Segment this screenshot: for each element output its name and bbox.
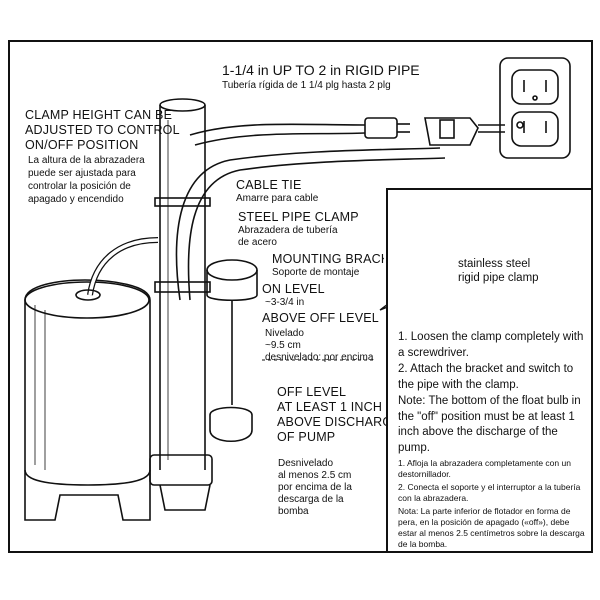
inset-step-1-es: 1. Afloja la abrazadera completamente co…	[398, 458, 571, 480]
on-level-label: ON LEVEL	[262, 282, 325, 296]
wall-outlet-icon	[499, 57, 571, 159]
on-level-above-off: ABOVE OFF LEVEL	[262, 311, 379, 325]
steel-clamp-label-es-1: Abrazadera de tubería	[238, 225, 338, 236]
inset-step-1: 1. Loosen the clamp completely with a sc…	[398, 331, 584, 359]
steel-clamp-label-es-2: de acero	[238, 237, 277, 248]
clamp-height-es-3: controlar la posición de	[28, 181, 131, 192]
off-level-es-5: bomba	[278, 506, 309, 517]
off-level-es-1: Desnivelado	[278, 458, 334, 469]
pump-discharge	[149, 454, 213, 486]
sump-pump	[24, 237, 213, 521]
inset-step-2-es: 2. Conecta el soporte y el interruptor a…	[398, 482, 581, 504]
clamp-height-es-2: puede ser ajustada para	[28, 168, 136, 179]
inset-note: Note: The bottom of the float bulb in th…	[398, 395, 581, 454]
cable-tie-label-es: Amarre para cable	[236, 193, 319, 204]
rigid-pipe	[159, 98, 206, 470]
pipe-size-label: 1-1/4 in UP TO 2 in RIGID PIPE	[222, 62, 420, 78]
steel-pipe-clamp	[154, 281, 211, 293]
on-level-distance: ~3-3/4 in	[265, 297, 305, 308]
cable-tie-label: CABLE TIE	[236, 178, 302, 192]
mounting-bracket-label-es: Soporte de montaje	[272, 267, 360, 278]
clamp-height-label-2: ADJUSTED TO CONTROL	[25, 123, 180, 137]
float-switch	[206, 259, 375, 442]
instruction-inset: stainless steel rigid pipe clamp 1. Loos…	[386, 188, 593, 553]
mounting-bracket-label: MOUNTING BRACKET	[272, 252, 384, 266]
inset-clamp-label-2: rigid pipe clamp	[458, 272, 539, 284]
clamp-height-es-4: apagado y encendido	[28, 194, 124, 205]
clamp-height-label-1: CLAMP HEIGHT CAN BE	[25, 108, 173, 122]
on-level-es-3: desnivelado: por encima	[265, 352, 374, 363]
on-level-es-1: Nivelado	[265, 328, 304, 339]
off-level-label-2: AT LEAST 1 INCH	[277, 400, 383, 414]
off-level-es-2: al menos 2.5 cm	[278, 470, 352, 481]
clamp-height-label-3: ON/OFF POSITION	[25, 138, 139, 152]
clamp-height-es-1: La altura de la abrazadera	[28, 155, 145, 166]
off-level-es-3: por encima de la	[278, 482, 352, 493]
cable-tie	[154, 197, 211, 207]
inset-clamp-label-1: stainless steel	[458, 258, 531, 270]
off-level-label: OFF LEVEL	[277, 385, 347, 399]
off-level-label-3: ABOVE DISCHARGE	[277, 415, 401, 429]
power-cords	[175, 117, 505, 301]
inset-note-es: Nota: La parte inferior de flotador en f…	[398, 506, 585, 550]
inset-step-2: 2. Attach the bracket and switch to the …	[398, 363, 574, 391]
pipe-size-label-es: Tubería rígida de 1 1/4 plg hasta 2 plg	[222, 80, 391, 91]
off-level-es-4: descarga de la	[278, 494, 344, 505]
on-level-es-2: ~9.5 cm	[265, 340, 301, 351]
off-level-label-4: OF PUMP	[277, 430, 336, 444]
steel-clamp-label: STEEL PIPE CLAMP	[238, 210, 359, 224]
